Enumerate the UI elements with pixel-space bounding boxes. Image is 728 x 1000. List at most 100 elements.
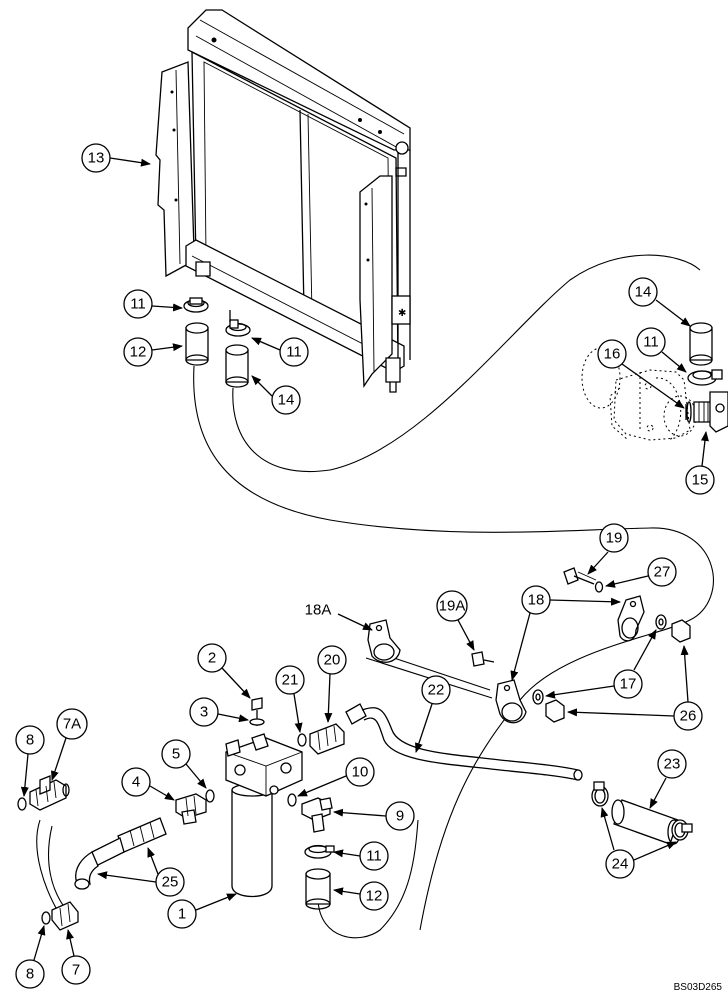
svg-text:7A: 7A (63, 716, 81, 733)
hose-route-a (193, 365, 714, 931)
steel-tube-22 (345, 703, 583, 781)
svg-text:2: 2 (208, 650, 216, 667)
callout-15: 15 (685, 431, 715, 495)
svg-text:12: 12 (130, 344, 147, 361)
callout-17: 17 (545, 629, 657, 699)
callout-25: 25 (97, 847, 185, 897)
callout-5: 5 (161, 739, 207, 789)
svg-text:11: 11 (130, 296, 146, 313)
callout-14-b: 14 (628, 277, 691, 327)
bracket-18a (367, 619, 401, 663)
tee-fitting-4 (175, 793, 207, 825)
washer-17-lower (532, 689, 544, 705)
callout-20: 20 (317, 645, 347, 723)
bolt-19a (471, 651, 495, 667)
callout-3: 3 (189, 697, 249, 727)
tee-fitting-7a (29, 775, 70, 811)
svg-text:27: 27 (654, 564, 671, 581)
callout-2: 2 (197, 643, 251, 699)
svg-text:23: 23 (664, 756, 681, 773)
svg-text:18A: 18A (305, 602, 332, 619)
hose-route-b (232, 254, 701, 472)
svg-text:✱: ✱ (398, 308, 406, 319)
bracket-18-upper (617, 595, 645, 642)
svg-text:14: 14 (278, 392, 295, 409)
svg-text:18: 18 (528, 592, 545, 609)
svg-text:22: 22 (428, 682, 445, 699)
hose-clamp-upper-center (225, 310, 251, 337)
callout-18a: 18A (305, 602, 373, 631)
callout-4: 4 (121, 767, 175, 801)
svg-text:11: 11 (366, 848, 382, 865)
figure-code: BS03D265 (674, 982, 723, 993)
svg-text:11: 11 (286, 344, 302, 361)
nut-26-upper (671, 619, 691, 643)
svg-text:1: 1 (178, 906, 186, 923)
elbow-fitting-15 (693, 391, 728, 433)
pump-mount-phantom (581, 347, 697, 441)
callout-27: 27 (605, 557, 677, 588)
callout-14-a: 14 (251, 375, 301, 415)
hose-clamp-right (687, 369, 723, 386)
callout-21: 21 (275, 665, 305, 733)
callout-18: 18 (510, 585, 621, 681)
callout-16: 16 (597, 339, 685, 409)
svg-text:15: 15 (692, 472, 709, 489)
callout-11-c: 11 (636, 327, 687, 373)
callout-11-a: 11 (123, 289, 183, 319)
svg-text:24: 24 (612, 856, 629, 873)
washer-3 (249, 718, 265, 726)
callout-24: 24 (600, 807, 677, 879)
o-ring-8-lower (41, 911, 51, 925)
adapter-20 (309, 723, 345, 755)
hose-upper-center (225, 344, 249, 388)
callout-19a: 19A (436, 590, 475, 651)
tee-fitting-9 (301, 797, 333, 833)
callout-12-a: 12 (123, 337, 183, 367)
hose-clamp-24-left (591, 781, 609, 807)
hose-right-14 (689, 322, 713, 366)
callout-22: 22 (415, 675, 451, 753)
svg-text:16: 16 (604, 346, 621, 363)
svg-text:14: 14 (635, 284, 652, 301)
svg-text:26: 26 (680, 708, 697, 725)
svg-text:8: 8 (26, 732, 34, 749)
svg-text:7: 7 (72, 962, 80, 979)
bolt-19 (563, 567, 597, 585)
filter-assembly-1 (225, 733, 303, 898)
svg-text:13: 13 (88, 150, 105, 167)
svg-text:4: 4 (132, 774, 140, 791)
callout-11-d: 11 (333, 841, 389, 871)
svg-text:19: 19 (606, 530, 623, 547)
callout-9: 9 (333, 801, 415, 831)
svg-text:10: 10 (352, 764, 369, 781)
svg-text:11: 11 (643, 334, 659, 351)
callout-1: 1 (167, 893, 237, 929)
bracket-18-lower (495, 679, 527, 724)
callouts: 13 11 12 11 14 14 (15, 143, 715, 989)
callout-7a: 7A (51, 708, 88, 781)
svg-text:17: 17 (620, 676, 637, 693)
callout-10: 10 (297, 757, 375, 797)
o-ring-10 (287, 793, 297, 807)
hose-clamp-24-right (671, 819, 693, 841)
hose-upper-left (185, 322, 209, 366)
callout-12-b: 12 (333, 881, 389, 911)
svg-text:21: 21 (282, 672, 299, 689)
hose-end-25 (74, 817, 167, 890)
svg-text:3: 3 (200, 704, 208, 721)
svg-text:8: 8 (26, 966, 34, 983)
oil-cooler-assembly: ✱ (155, 9, 411, 393)
hose-clamp-upper-left (183, 297, 209, 313)
o-ring-5 (205, 789, 215, 803)
callout-13: 13 (81, 143, 151, 173)
hose-lower-12 (305, 868, 331, 910)
callout-19: 19 (587, 523, 629, 575)
o-ring-16 (685, 401, 692, 423)
washer-27 (594, 581, 604, 593)
svg-text:25: 25 (162, 874, 179, 891)
o-ring-8-upper (17, 797, 27, 811)
callout-23: 23 (649, 749, 687, 809)
